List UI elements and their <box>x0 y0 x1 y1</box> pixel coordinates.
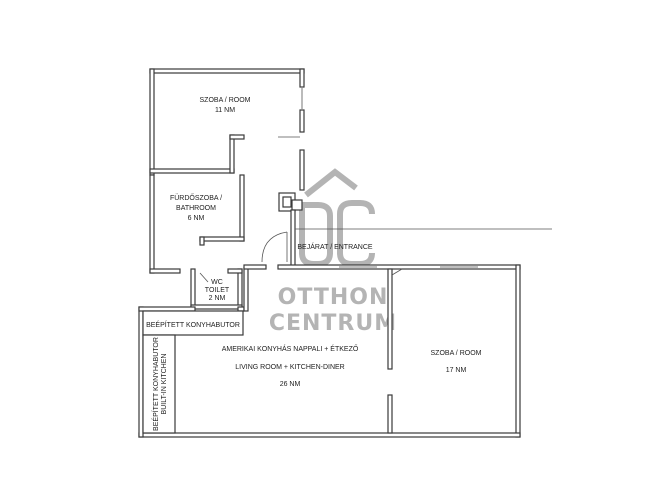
wall-segment <box>243 267 249 312</box>
watermark-roof-icon <box>304 168 358 198</box>
wall-segment <box>277 264 521 270</box>
room-right: SZOBA / ROOM 17 NM <box>431 350 482 374</box>
wall-segment <box>299 149 305 191</box>
wall-segment <box>229 134 235 174</box>
wall-segment <box>299 109 305 133</box>
room-living: AMERIKAI KONYHÁS NAPPALI + ÉTKEZŐ LIVING… <box>222 268 403 434</box>
built-in-kitchen: BEÉPÍTETT KONYHABUTOR BEÉPÍTETT KONYHABU… <box>142 310 244 434</box>
wall-segment <box>515 264 521 438</box>
wall-segment <box>138 306 144 438</box>
wall-segment <box>138 432 521 438</box>
living-area: 26 NM <box>280 381 301 388</box>
built-in-counter-top <box>142 310 244 336</box>
entrance-door-swing <box>261 231 288 263</box>
built-in-counter-side <box>142 334 176 434</box>
watermark-c-letter <box>337 200 375 267</box>
wall-segment <box>291 199 303 211</box>
wall-segment <box>229 134 245 140</box>
wall-segment <box>290 209 296 269</box>
bathroom-name-hu: FÜRDŐSZOBA / <box>170 193 222 202</box>
room-right-area: 17 NM <box>446 367 467 374</box>
watermark-line-2: CENTRUM <box>269 311 397 336</box>
wall-segment <box>282 196 292 208</box>
wc-name-en: TOILET <box>205 287 230 294</box>
room-top-area: 11 NM <box>215 107 235 114</box>
built-in-side-label-en: BUILT-IN KITCHEN <box>161 354 168 415</box>
wall-segment <box>239 174 245 242</box>
wall-segment <box>199 236 205 246</box>
bathroom-name-en: BATHROOM <box>176 205 216 212</box>
wall-segment <box>387 394 393 434</box>
room-wc: WC TOILET 2 NM <box>190 268 243 310</box>
room-right-name: SZOBA / ROOM <box>431 350 482 357</box>
watermark-logo: OTTHON CENTRUM <box>269 168 397 336</box>
bathroom-area: 6 NM <box>188 215 205 222</box>
wall-segment <box>237 268 243 310</box>
entrance: BEJÁRAT / ENTRANCE <box>261 209 552 269</box>
door-swing <box>199 272 209 283</box>
wall-segment <box>190 304 243 310</box>
room-top: SZOBA / ROOM 11 NM <box>149 68 305 191</box>
wall-segment <box>149 168 235 174</box>
windows <box>301 88 478 268</box>
wall-segment <box>138 306 196 312</box>
built-in-top-label: BEÉPÍTETT KONYHABUTOR <box>146 320 240 329</box>
wc-name-hu: WC <box>211 279 223 286</box>
room-bathroom: FÜRDŐSZOBA / BATHROOM 6 NM <box>149 174 245 274</box>
living-name-hu: AMERIKAI KONYHÁS NAPPALI + ÉTKEZŐ <box>222 344 359 353</box>
built-in-side-label-hu: BEÉPÍTETT KONYHABUTOR <box>151 337 160 431</box>
wall-segment <box>149 268 181 274</box>
closet <box>278 192 303 212</box>
wc-area: 2 NM <box>209 295 226 302</box>
room-top-name: SZOBA / ROOM <box>200 97 251 104</box>
wall-segment <box>299 68 305 88</box>
wall-segment <box>149 174 155 274</box>
wall-segment <box>190 268 196 310</box>
entrance-label: BEJÁRAT / ENTRANCE <box>297 242 373 251</box>
wall-segment <box>149 68 305 74</box>
wall-segment <box>149 68 155 176</box>
wall-segment <box>243 264 267 270</box>
living-name-en: LIVING ROOM + KITCHEN-DINER <box>235 364 344 371</box>
outer-walls <box>138 264 521 438</box>
watermark-o-letter <box>299 202 333 267</box>
window-mark <box>391 268 403 276</box>
wall-segment <box>237 306 245 312</box>
wall-segment <box>227 268 243 274</box>
wall-segment <box>387 268 393 370</box>
wall-segment <box>199 236 245 242</box>
watermark-line-1: OTTHON <box>278 285 389 310</box>
